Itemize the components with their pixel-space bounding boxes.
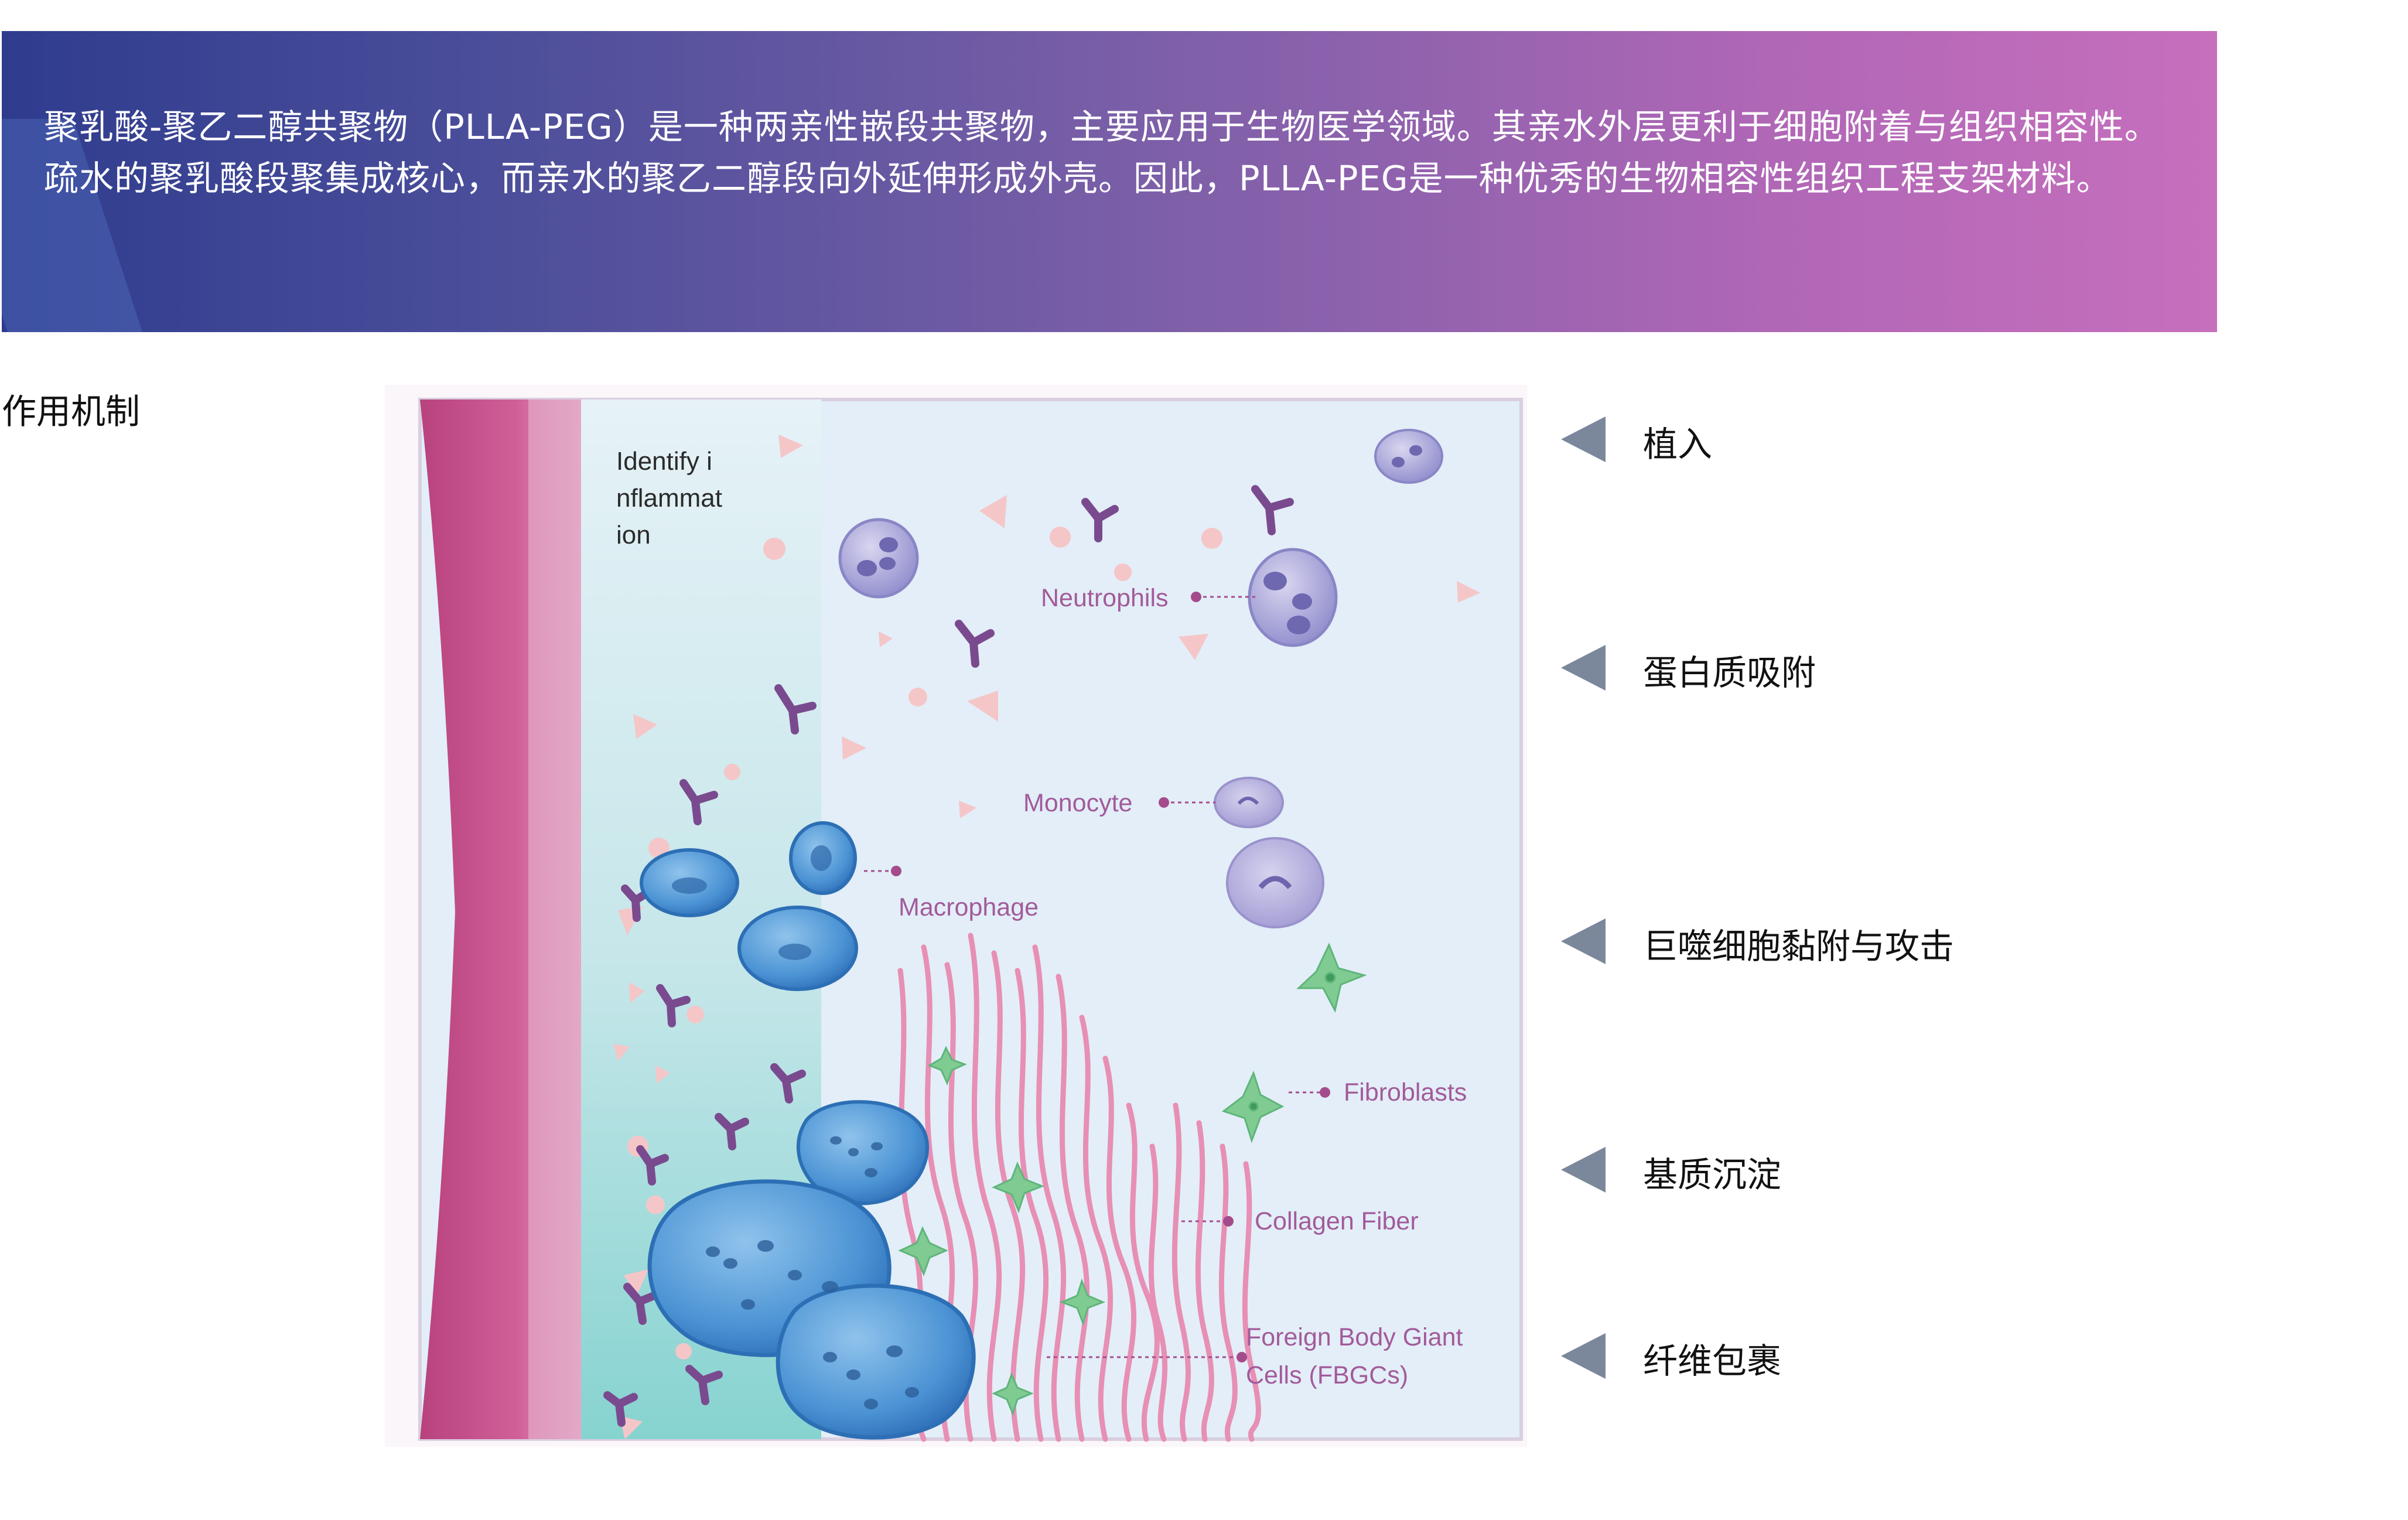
figure-title-line-2: nflammat: [616, 484, 722, 513]
figure-title-line-3: ion: [616, 521, 651, 549]
label-collagen-fiber: Collagen Fiber: [1255, 1207, 1419, 1235]
leader-dots: [891, 592, 1330, 1362]
step-label: 纤维包裹: [1643, 1341, 1782, 1381]
step-arrow-icon: [1561, 918, 1606, 964]
figure-title-line-1: Identify i: [616, 447, 712, 476]
mechanism-illustration: Identify i nflammat ion: [385, 385, 1527, 1447]
step-arrow-icon: [1561, 1147, 1606, 1193]
label-fibroblasts: Fibroblasts: [1344, 1078, 1467, 1106]
step-implant: 植入: [1561, 406, 2088, 470]
label-neutrophils: Neutrophils: [1041, 584, 1169, 612]
intro-banner: 聚乳酸-聚乙二醇共聚物（PLLA-PEG）是一种两亲性嵌段共聚物，主要应用于生物…: [2, 31, 2217, 332]
intro-text: 聚乳酸-聚乙二醇共聚物（PLLA-PEG）是一种两亲性嵌段共聚物，主要应用于生物…: [44, 107, 2160, 199]
step-label: 植入: [1643, 424, 1713, 464]
step-label: 基质沉淀: [1643, 1154, 1782, 1195]
section-label: 作用机制: [2, 391, 141, 432]
fbgc-cells: [647, 1100, 976, 1440]
leader-lines: [864, 596, 1325, 1358]
macrophage-cells: [640, 821, 858, 991]
neutrophil-cells: [838, 429, 1443, 647]
mechanism-figure: Identify i nflammat ion: [385, 385, 1527, 1447]
fibroblast-cells: [898, 942, 1367, 1416]
step-arrow-icon: [1561, 645, 1606, 691]
step-label: 巨噬细胞黏附与攻击: [1643, 926, 1955, 966]
monocyte-cells: [1214, 777, 1324, 928]
antibodies: [603, 485, 1294, 1427]
label-monocyte: Monocyte: [1023, 789, 1132, 817]
step-protein-adsorption: 蛋白质吸附: [1561, 634, 2088, 699]
label-fbgc-line-1: Foreign Body Giant: [1246, 1323, 1463, 1351]
label-macrophage: Macrophage: [899, 893, 1039, 921]
step-arrow-icon: [1561, 416, 1606, 462]
step-fibrous-encapsulation: 纤维包裹: [1561, 1323, 2088, 1387]
step-macrophage-attack: 巨噬细胞黏附与攻击: [1561, 908, 2088, 972]
step-matrix-deposition: 基质沉淀: [1561, 1136, 2088, 1201]
label-fbgc-line-2: Cells (FBGCs): [1246, 1361, 1408, 1389]
step-arrow-icon: [1561, 1333, 1606, 1379]
step-label: 蛋白质吸附: [1643, 653, 1816, 693]
